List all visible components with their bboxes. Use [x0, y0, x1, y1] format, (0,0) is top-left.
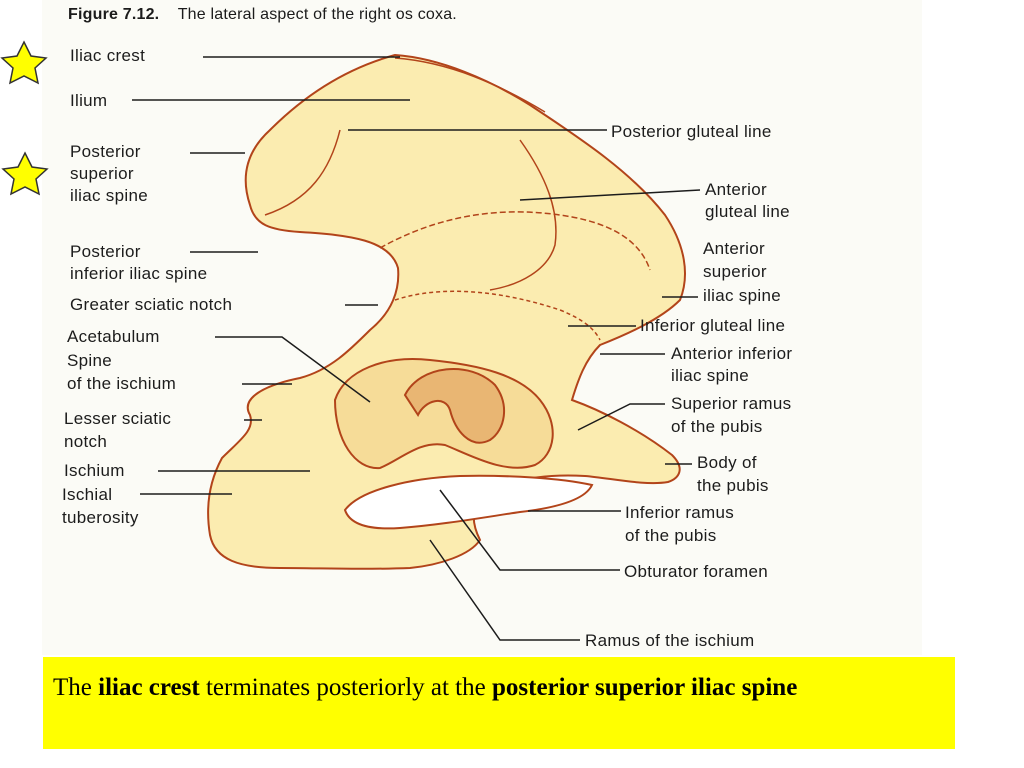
label-posterior-inferior-iliac-spine-2: inferior iliac spine [70, 264, 208, 283]
label-inferior-ramus-pubis-1: Inferior ramus [625, 503, 735, 522]
caption-text-2: terminates posteriorly at the [199, 674, 492, 701]
iliac-crest-line [394, 57, 546, 113]
obturator-foramen [343, 474, 594, 530]
posterior-gluteal-line-mark [264, 129, 341, 216]
label-anterior-gluteal-line-2: gluteal line [705, 202, 790, 221]
label-ischium: Ischium [64, 461, 125, 480]
star-marker-iliac-crest [0, 40, 48, 85]
label-ischial-tuberosity-1: Ischial [62, 485, 113, 504]
label-posterior-superior-iliac-spine-1: Posterior [70, 142, 141, 161]
label-iliac-crest: Iliac crest [70, 46, 146, 65]
label-inferior-ramus-pubis-2: of the pubis [625, 526, 717, 545]
label-anterior-inferior-iliac-spine-1: Anterior inferior [671, 344, 793, 363]
caption-bold-posterior-superior-iliac-spine: posterior superior iliac spine [491, 674, 798, 701]
caption-box: The iliac crest terminates posteriorly a… [43, 657, 955, 749]
figure-title: The lateral aspect of the right os coxa. [177, 6, 457, 23]
leader-lines-right [348, 129, 701, 641]
label-posterior-gluteal-line: Posterior gluteal line [611, 122, 772, 141]
label-posterior-inferior-iliac-spine-1: Posterior [70, 242, 141, 261]
caption-bold-iliac-crest: iliac crest [98, 674, 200, 701]
label-acetabulum: Acetabulum [67, 327, 160, 346]
label-spine-of-ischium-1: Spine [67, 351, 112, 370]
leader-lines-left [132, 56, 410, 495]
acetabular-fossa [403, 368, 506, 444]
label-greater-sciatic-notch: Greater sciatic notch [70, 295, 233, 314]
label-lesser-sciatic-notch-1: Lesser sciatic [64, 409, 172, 428]
label-anterior-gluteal-line-1: Anterior [705, 180, 767, 199]
label-posterior-superior-iliac-spine-3: iliac spine [70, 186, 148, 205]
label-ramus-of-ischium: Ramus of the ischium [585, 631, 755, 650]
label-posterior-superior-iliac-spine-2: superior [70, 164, 134, 183]
label-body-of-pubis-1: Body of [697, 453, 757, 472]
label-inferior-gluteal-line: Inferior gluteal line [640, 316, 786, 335]
acetabulum [333, 358, 554, 470]
caption-text-1: The [53, 674, 99, 701]
label-anterior-superior-iliac-spine-3: iliac spine [703, 286, 781, 305]
label-anterior-inferior-iliac-spine-2: iliac spine [671, 366, 749, 385]
label-body-of-pubis-2: the pubis [697, 476, 769, 495]
acetabular-rim-texture [394, 290, 601, 341]
label-obturator-foramen: Obturator foramen [624, 562, 768, 581]
label-lesser-sciatic-notch-2: notch [64, 432, 108, 451]
os-coxa-bone [207, 53, 686, 570]
inferior-gluteal-line-mark [379, 211, 651, 271]
label-anterior-superior-iliac-spine-2: superior [703, 262, 767, 281]
label-spine-of-ischium-2: of the ischium [67, 374, 177, 393]
label-superior-ramus-pubis-1: Superior ramus [671, 394, 792, 413]
label-ilium: Ilium [70, 91, 108, 110]
label-anterior-superior-iliac-spine-1: Anterior [703, 239, 765, 258]
anterior-gluteal-line-mark [489, 139, 557, 291]
star-marker-posterior-superior-iliac-spine [1, 151, 49, 196]
figure-heading: Figure 7.12. The lateral aspect of the r… [68, 6, 457, 24]
figure-number: Figure 7.12. [68, 6, 160, 23]
label-ischial-tuberosity-2: tuberosity [62, 508, 139, 527]
label-superior-ramus-pubis-2: of the pubis [671, 417, 763, 436]
